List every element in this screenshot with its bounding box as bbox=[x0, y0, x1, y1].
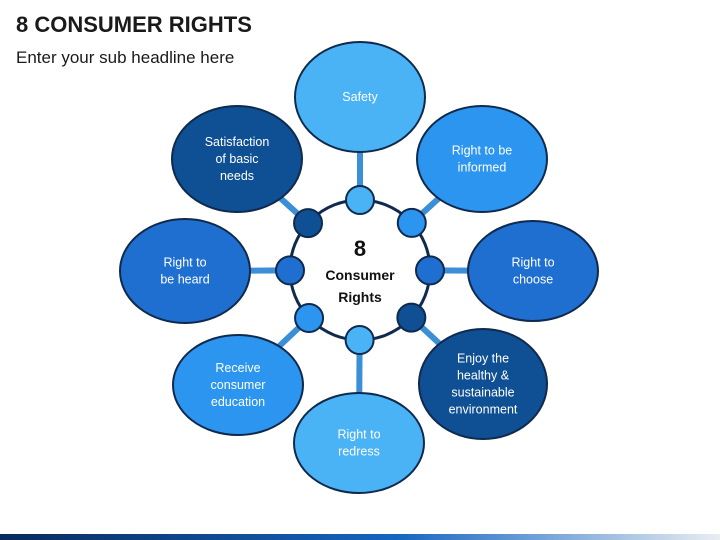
node-ellipse-education bbox=[172, 334, 304, 436]
node-label-environment-line1: Enjoy the bbox=[457, 352, 509, 366]
ring-dot-safety bbox=[345, 185, 375, 215]
node-redress: Right to redress bbox=[293, 392, 425, 494]
node-ellipse-choose bbox=[467, 220, 599, 322]
node-label-education-line1: Receive bbox=[215, 361, 260, 375]
node-label-education-line2: consumer bbox=[211, 378, 266, 392]
node-label-safety-line1: Safety bbox=[342, 90, 378, 104]
slide-subtitle: Enter your sub headline here bbox=[16, 48, 235, 67]
footer-bar bbox=[0, 534, 720, 540]
node-safety: Safety bbox=[294, 41, 426, 153]
node-satisfaction: Satisfaction of basic needs bbox=[171, 105, 303, 213]
ring-dot-education bbox=[294, 303, 325, 334]
center-number: 8 bbox=[354, 236, 366, 261]
node-label-environment-line2: healthy & bbox=[457, 369, 510, 383]
node-label-redress-line1: Right to bbox=[337, 428, 380, 442]
node-label-informed-line1: Right to be bbox=[452, 144, 513, 158]
node-label-informed-line2: informed bbox=[458, 161, 507, 175]
node-label-choose-line1: Right to bbox=[511, 256, 554, 270]
ring-dots bbox=[275, 185, 445, 355]
node-label-choose-line2: choose bbox=[513, 273, 553, 287]
node-label-heard-line1: Right to bbox=[163, 256, 206, 270]
node-ellipse-heard bbox=[119, 218, 251, 324]
center-label-line1: Consumer bbox=[325, 267, 395, 283]
node-ellipse-environment bbox=[418, 328, 548, 440]
ring-dot-redress bbox=[344, 324, 375, 355]
node-label-satisfaction-line2: of basic bbox=[215, 152, 258, 166]
node-label-redress-line2: redress bbox=[338, 445, 380, 459]
node-label-education-line3: education bbox=[211, 395, 265, 409]
node-ellipse-redress bbox=[293, 392, 425, 494]
node-choose: Right to choose bbox=[467, 220, 599, 322]
node-ellipse-satisfaction bbox=[171, 105, 303, 213]
node-label-environment-line3: sustainable bbox=[451, 386, 514, 400]
node-ellipse-safety bbox=[294, 41, 426, 153]
slide-title: 8 CONSUMER RIGHTS bbox=[16, 12, 252, 37]
ring-dot-choose bbox=[414, 255, 445, 286]
ring-dot-satisfaction bbox=[293, 208, 324, 239]
node-label-heard-line2: be heard bbox=[160, 273, 209, 287]
center-label-line2: Rights bbox=[338, 289, 382, 305]
ring-dot-informed bbox=[396, 207, 427, 238]
node-label-environment-line4: environment bbox=[449, 403, 518, 417]
node-ellipse-informed bbox=[416, 105, 548, 213]
ring-dot-heard bbox=[275, 255, 306, 286]
node-label-satisfaction-line1: Satisfaction bbox=[205, 135, 270, 149]
node-education: Receive consumer education bbox=[172, 334, 304, 436]
node-environment: Enjoy the healthy & sustainable environment bbox=[418, 328, 548, 440]
node-heard: Right to be heard bbox=[119, 218, 251, 324]
node-informed: Right to be informed bbox=[416, 105, 548, 213]
ring-dot-environment bbox=[396, 302, 427, 333]
node-label-satisfaction-line3: needs bbox=[220, 169, 254, 183]
